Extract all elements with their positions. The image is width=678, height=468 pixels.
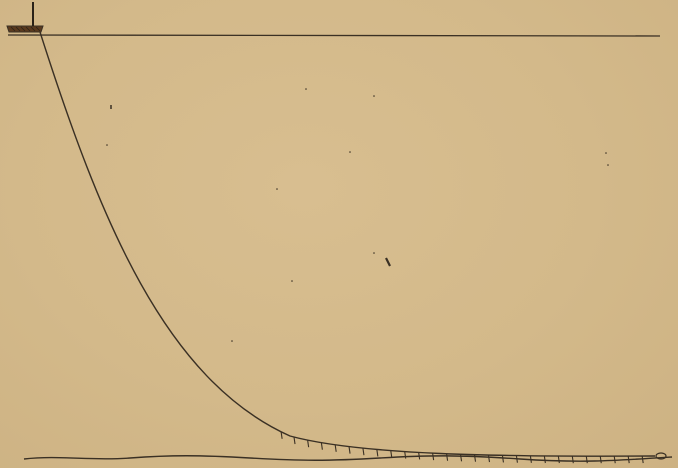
hook-tick	[585, 456, 588, 464]
hook-tick	[473, 454, 477, 462]
hook-tick	[459, 454, 463, 462]
paper-speck	[349, 151, 351, 153]
hook-tick	[334, 444, 337, 452]
sounding-line	[39, 31, 656, 457]
sea-floor-line	[23, 455, 673, 462]
paper-specks	[106, 88, 609, 342]
paper-speck	[231, 340, 233, 342]
hook-tick	[641, 455, 644, 464]
hook-tick	[404, 451, 407, 459]
paper-speck	[106, 144, 108, 146]
hook-tick	[307, 440, 310, 448]
boat	[6, 2, 44, 33]
paper-speck	[276, 188, 278, 190]
hook-tick	[557, 456, 560, 464]
paper-speck	[373, 95, 375, 97]
hook-tick	[501, 455, 504, 463]
boat-hatching	[10, 26, 41, 32]
paper-speck	[605, 152, 607, 154]
hook-tick	[362, 448, 365, 456]
paper-speck	[291, 280, 293, 282]
hook-tick	[320, 442, 323, 450]
hook-tick	[376, 449, 379, 457]
paper-speck	[373, 252, 375, 254]
hook-tick	[446, 453, 449, 461]
hook-tick	[571, 456, 574, 464]
hook-tick	[348, 446, 351, 454]
paper-speck	[305, 88, 307, 90]
sea-surface-line	[7, 34, 661, 37]
hook-tick	[293, 436, 296, 445]
line-hooks	[280, 431, 644, 464]
speck-mark	[385, 257, 391, 267]
hook-tick	[487, 455, 491, 463]
hook-tick	[280, 431, 283, 439]
hook-tick	[390, 450, 393, 458]
hook-tick	[543, 455, 546, 464]
paper-speck	[607, 164, 609, 166]
hook-tick	[432, 453, 435, 461]
line-weight	[655, 452, 667, 460]
hook-tick	[599, 456, 602, 464]
